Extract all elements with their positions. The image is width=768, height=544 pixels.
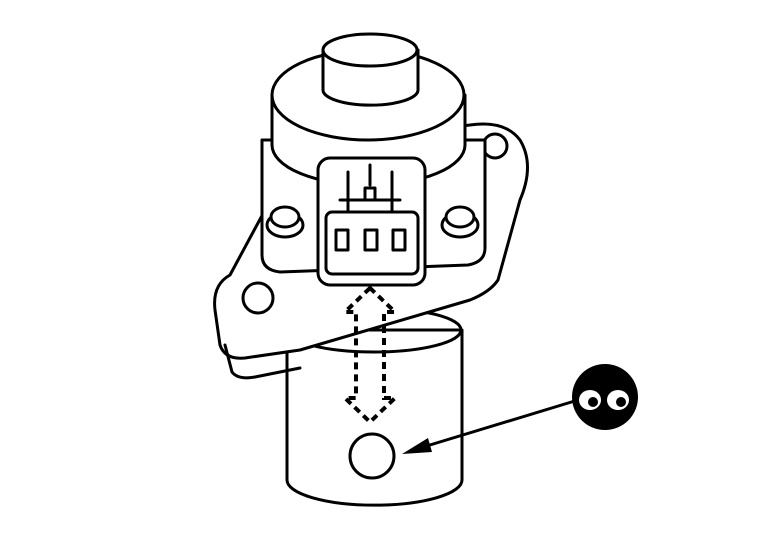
pointer-arrow-icon bbox=[402, 398, 579, 454]
screw-left bbox=[265, 205, 305, 239]
connector-pin bbox=[334, 228, 350, 252]
inspect-eyes-icon bbox=[572, 364, 638, 430]
mounting-hole-right bbox=[481, 132, 509, 160]
top-cap bbox=[321, 32, 420, 107]
screw-right bbox=[440, 205, 480, 239]
electrical-connector bbox=[316, 156, 427, 287]
mounting-hole-left bbox=[241, 281, 275, 315]
connector-pin bbox=[391, 228, 407, 252]
inspection-port bbox=[348, 432, 396, 480]
connector-pin bbox=[363, 228, 379, 252]
dashed-double-arrow-icon bbox=[340, 285, 400, 425]
connector-latch bbox=[363, 186, 377, 202]
